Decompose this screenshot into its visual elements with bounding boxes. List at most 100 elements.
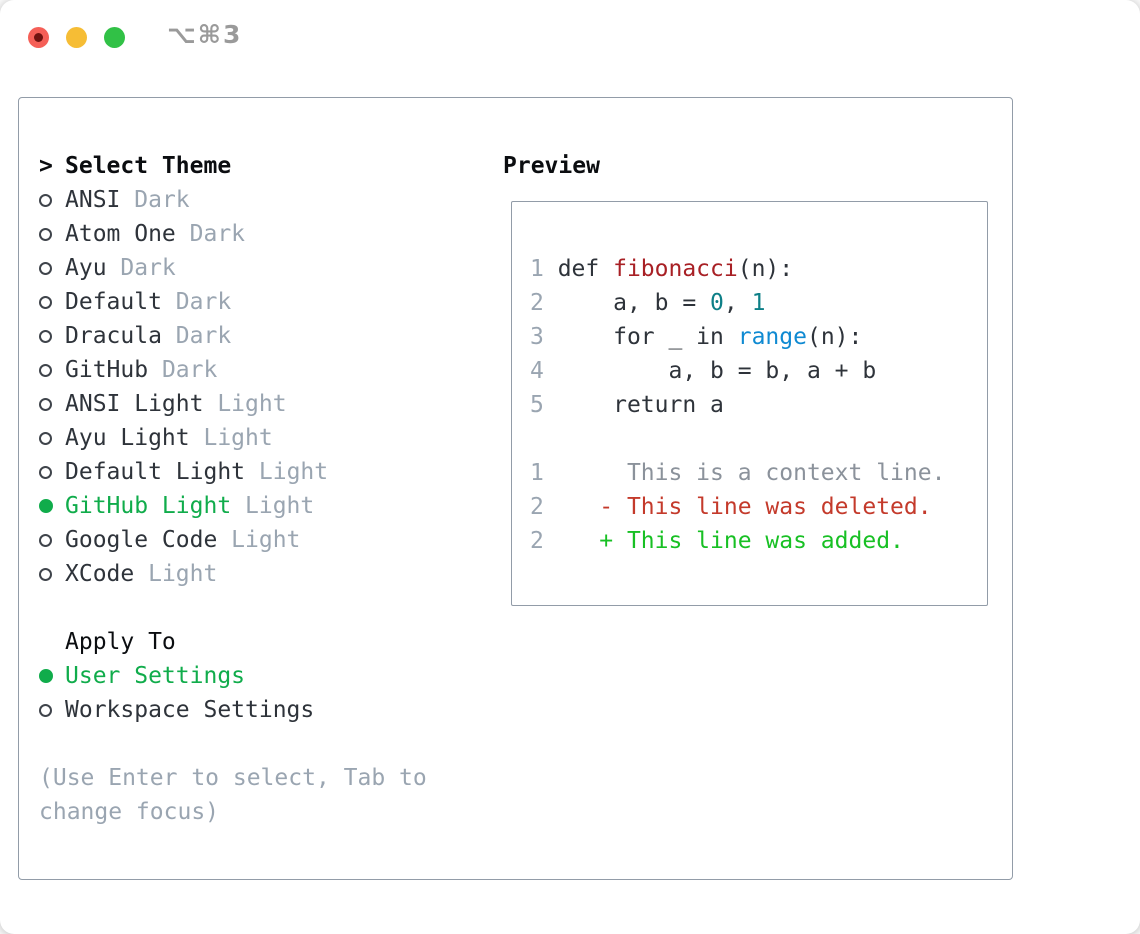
apply-option-user-settings[interactable]: User Settings (39, 659, 427, 693)
radio-column (39, 703, 65, 717)
radio-unselected-icon (39, 465, 52, 479)
theme-variant-tag: Dark (175, 289, 232, 315)
line-number: 2 (530, 494, 558, 520)
radio-unselected-icon (39, 193, 52, 207)
theme-name: Ayu Light (65, 425, 204, 451)
line-number: 2 (530, 290, 558, 316)
window-title: ⌥⌘3 (167, 20, 243, 49)
theme-option-default-light[interactable]: Default Light Light (39, 455, 427, 489)
theme-option-github[interactable]: GitHub Dark (39, 353, 427, 387)
code-text: for _ in (557, 324, 738, 350)
close-button-icon[interactable] (28, 27, 49, 48)
theme-name: Google Code (65, 527, 232, 553)
line-number: 1 (530, 460, 558, 486)
theme-name: GitHub (65, 357, 162, 383)
radio-column (39, 567, 65, 581)
radio-column (39, 397, 65, 411)
code-text: a, b = b, a + b (557, 358, 877, 384)
theme-name: XCode (65, 561, 149, 587)
traffic-lights (28, 27, 125, 48)
theme-option-ayu-light[interactable]: Ayu Light Light (39, 421, 427, 455)
radio-column (39, 363, 65, 377)
radio-selected-icon (39, 669, 53, 683)
radio-unselected-icon (39, 227, 52, 241)
code-text: def (557, 256, 614, 282)
code-line: 1 def fibonacci(n): (530, 252, 987, 286)
radio-unselected-icon (39, 567, 52, 581)
theme-option-default[interactable]: Default Dark (39, 285, 427, 319)
apply-to-header-label: Apply To (65, 629, 176, 655)
radio-unselected-icon (39, 363, 52, 377)
theme-variant-tag: Dark (189, 221, 246, 247)
theme-option-xcode[interactable]: XCode Light (39, 557, 427, 591)
theme-variant-tag: Light (148, 561, 218, 587)
theme-name: Atom One (65, 221, 190, 247)
titlebar: ⌥⌘3 (0, 0, 1140, 72)
theme-variant-tag: Light (203, 425, 273, 451)
line-number: 5 (530, 392, 558, 418)
apply-option-workspace-settings[interactable]: Workspace Settings (39, 693, 427, 727)
code-text: (n): (737, 256, 794, 282)
radio-column (39, 227, 65, 241)
code-text: 0 (710, 290, 724, 316)
theme-option-ansi[interactable]: ANSI Dark (39, 183, 427, 217)
code-line: 4 a, b = b, a + b (530, 354, 987, 388)
code-line (530, 422, 987, 456)
code-line: 2 a, b = 0, 1 (530, 286, 987, 320)
select-theme-header: > Select Theme (39, 149, 427, 183)
code-text: , (723, 290, 752, 316)
select-theme-header-label: Select Theme (65, 153, 232, 179)
line-number: 4 (530, 358, 558, 384)
theme-name: Default Light (65, 459, 259, 485)
theme-option-dracula[interactable]: Dracula Dark (39, 319, 427, 353)
radio-column (39, 193, 65, 207)
radio-column (39, 499, 65, 513)
theme-variant-tag: Dark (175, 323, 232, 349)
radio-unselected-icon (39, 431, 52, 445)
code-line: 3 for _ in range(n): (530, 320, 987, 354)
theme-option-google-code[interactable]: Google Code Light (39, 523, 427, 557)
line-number: 3 (530, 324, 558, 350)
code-line: 2 - This line was deleted. (530, 490, 987, 524)
theme-name: ANSI (65, 187, 135, 213)
radio-unselected-icon (39, 397, 52, 411)
minimize-button-icon[interactable] (66, 27, 87, 48)
radio-unselected-icon (39, 295, 52, 309)
code-text: range (737, 324, 807, 350)
radio-unselected-icon (39, 703, 52, 717)
spacer (39, 727, 427, 761)
line-number: 2 (530, 528, 558, 554)
code-text: fibonacci (613, 256, 738, 282)
theme-variant-tag: Dark (134, 187, 190, 213)
radio-column (39, 295, 65, 309)
radio-column (39, 533, 65, 547)
theme-option-github-light[interactable]: GitHub Light Light (39, 489, 427, 523)
radio-column (39, 465, 65, 479)
radio-column (39, 329, 65, 343)
hint-text-line1: (Use Enter to select, Tab to (39, 765, 427, 791)
theme-name: GitHub Light (65, 493, 246, 519)
theme-option-ansi-light[interactable]: ANSI Light Light (39, 387, 427, 421)
radio-unselected-icon (39, 261, 52, 275)
line-number: 1 (530, 256, 558, 282)
code-text: return a (557, 392, 724, 418)
theme-variant-tag: Light (258, 459, 329, 485)
zoom-button-icon[interactable] (104, 27, 125, 48)
radio-unselected-icon (39, 533, 52, 547)
code-text: 1 (751, 290, 766, 316)
radio-unselected-icon (39, 329, 52, 343)
radio-column (39, 669, 65, 683)
theme-option-ayu[interactable]: Ayu Dark (39, 251, 427, 285)
preview-header: Preview (503, 153, 600, 179)
cursor-prefix-icon: > (39, 153, 53, 179)
code-line: 5 return a (530, 388, 987, 422)
theme-option-atom-one[interactable]: Atom One Dark (39, 217, 427, 251)
radio-selected-icon (39, 499, 53, 513)
